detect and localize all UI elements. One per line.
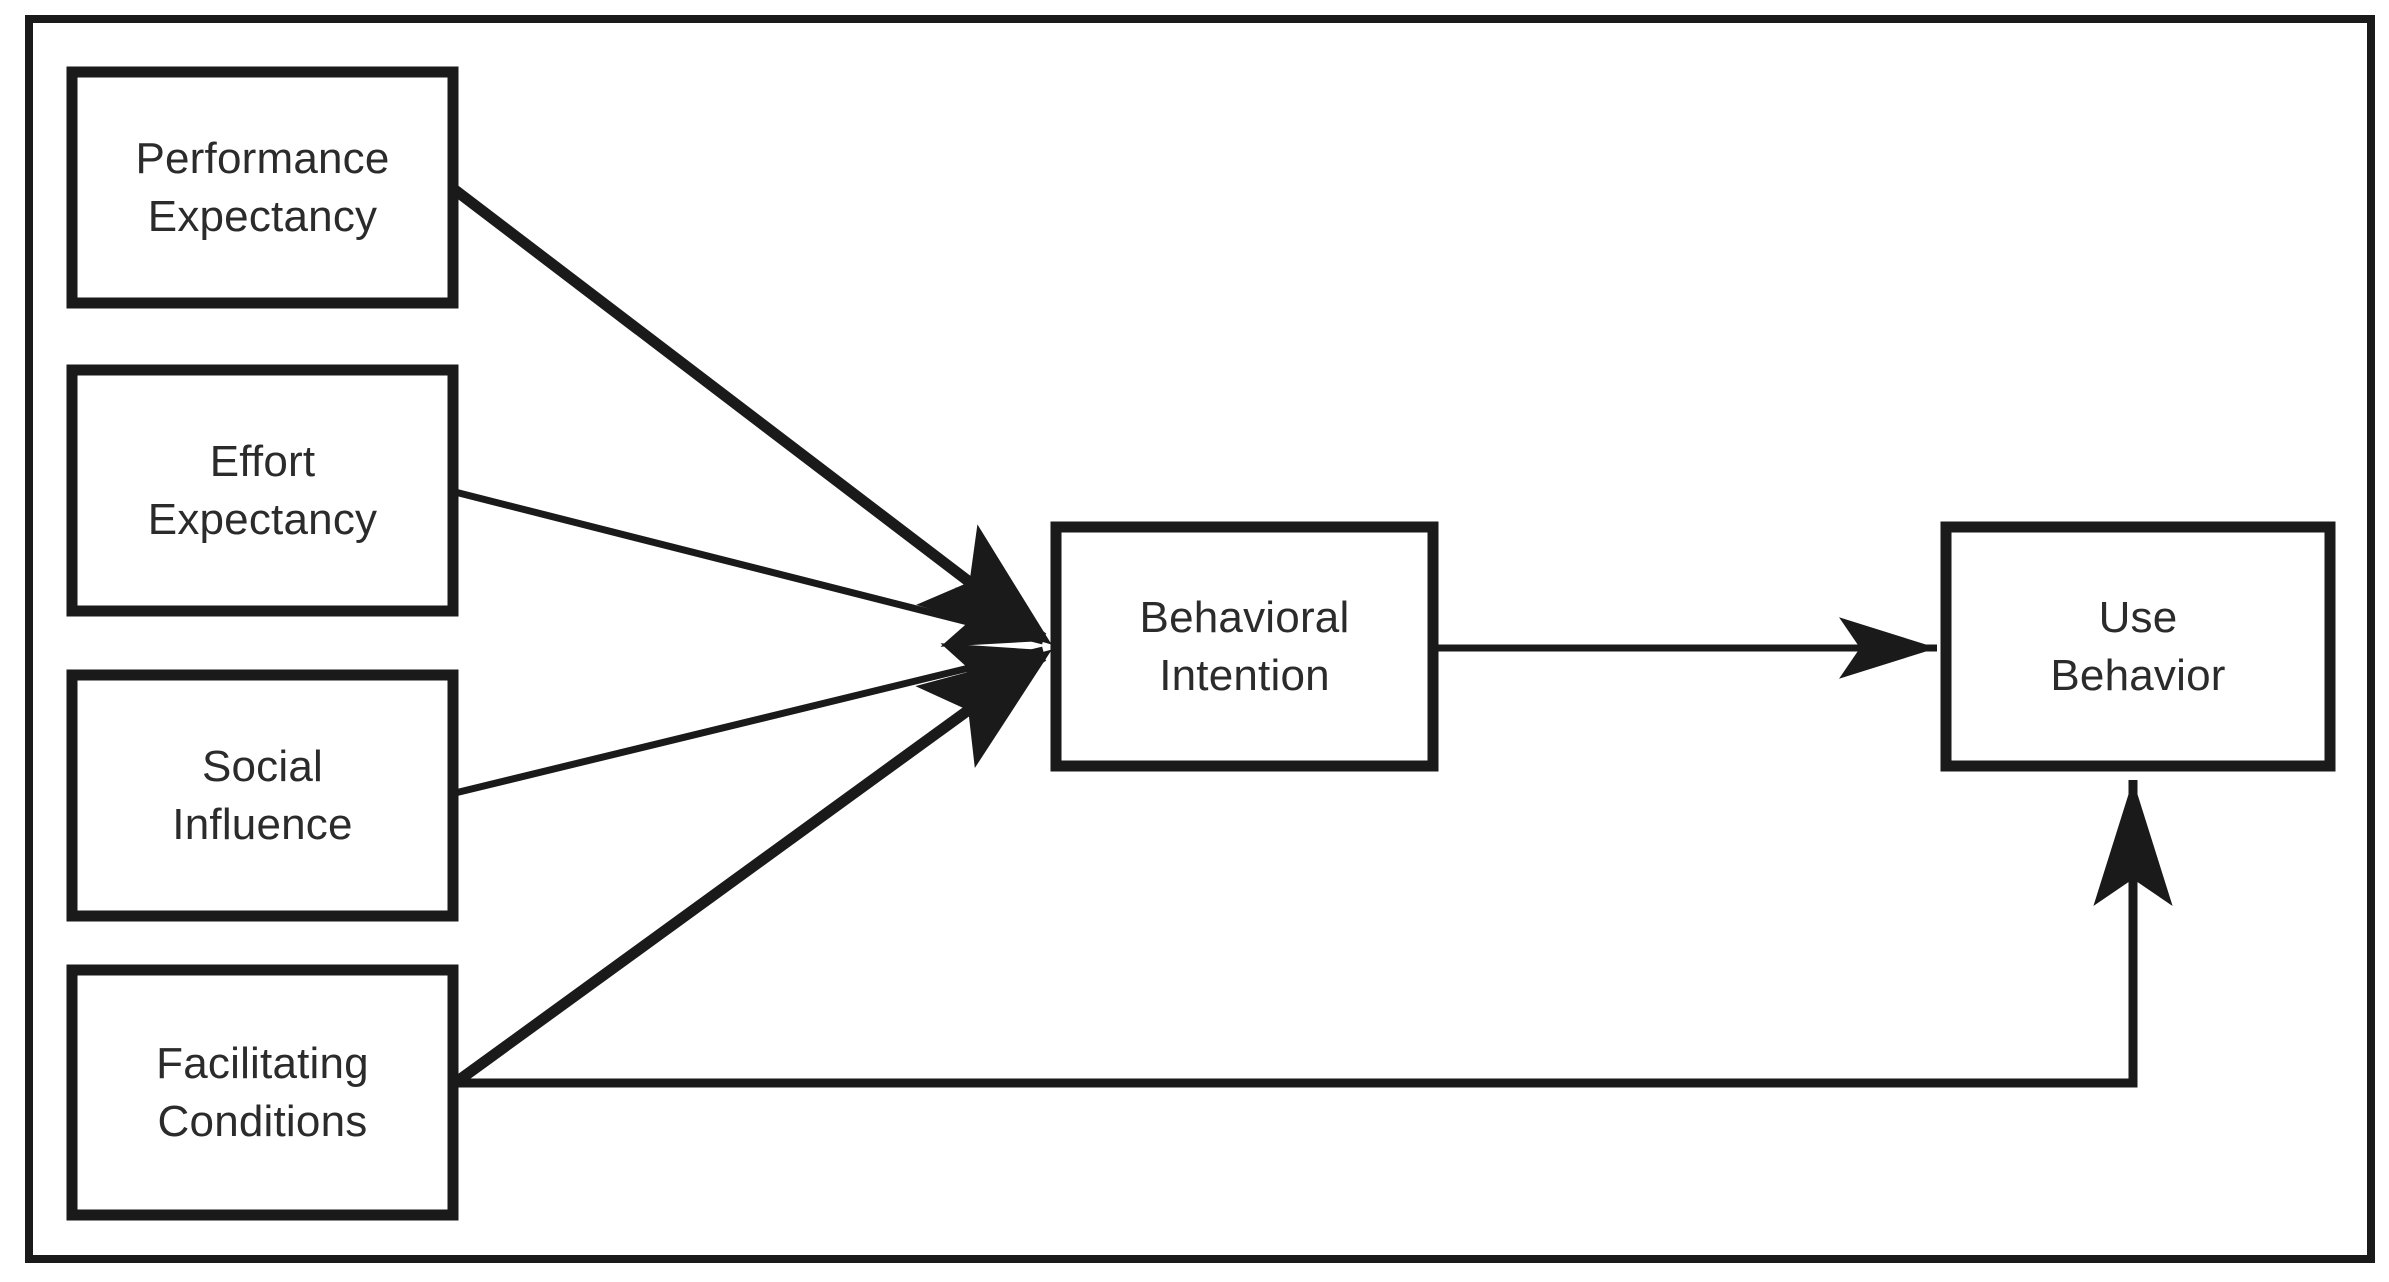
node-box-facilitating-conditions[interactable] (66, 964, 459, 1221)
arrow-facilitating-conditions-to-use-behavior (455, 780, 2173, 1088)
node-box-behavioral-intention[interactable] (1050, 521, 1439, 772)
node-box-effort-expectancy[interactable] (66, 364, 459, 617)
node-box-use-behavior[interactable] (1940, 521, 2336, 772)
arrow-facilitating-conditions-to-behavioral-intention (451, 649, 1052, 1088)
arrow-performance-expectancy-to-behavioral-intention (451, 185, 1052, 645)
outer-frame (25, 15, 2375, 1263)
node-box-social-influence[interactable] (66, 669, 459, 922)
arrow-effort-expectancy-to-behavioral-intention (454, 488, 1044, 647)
node-box-performance-expectancy[interactable] (66, 66, 459, 309)
